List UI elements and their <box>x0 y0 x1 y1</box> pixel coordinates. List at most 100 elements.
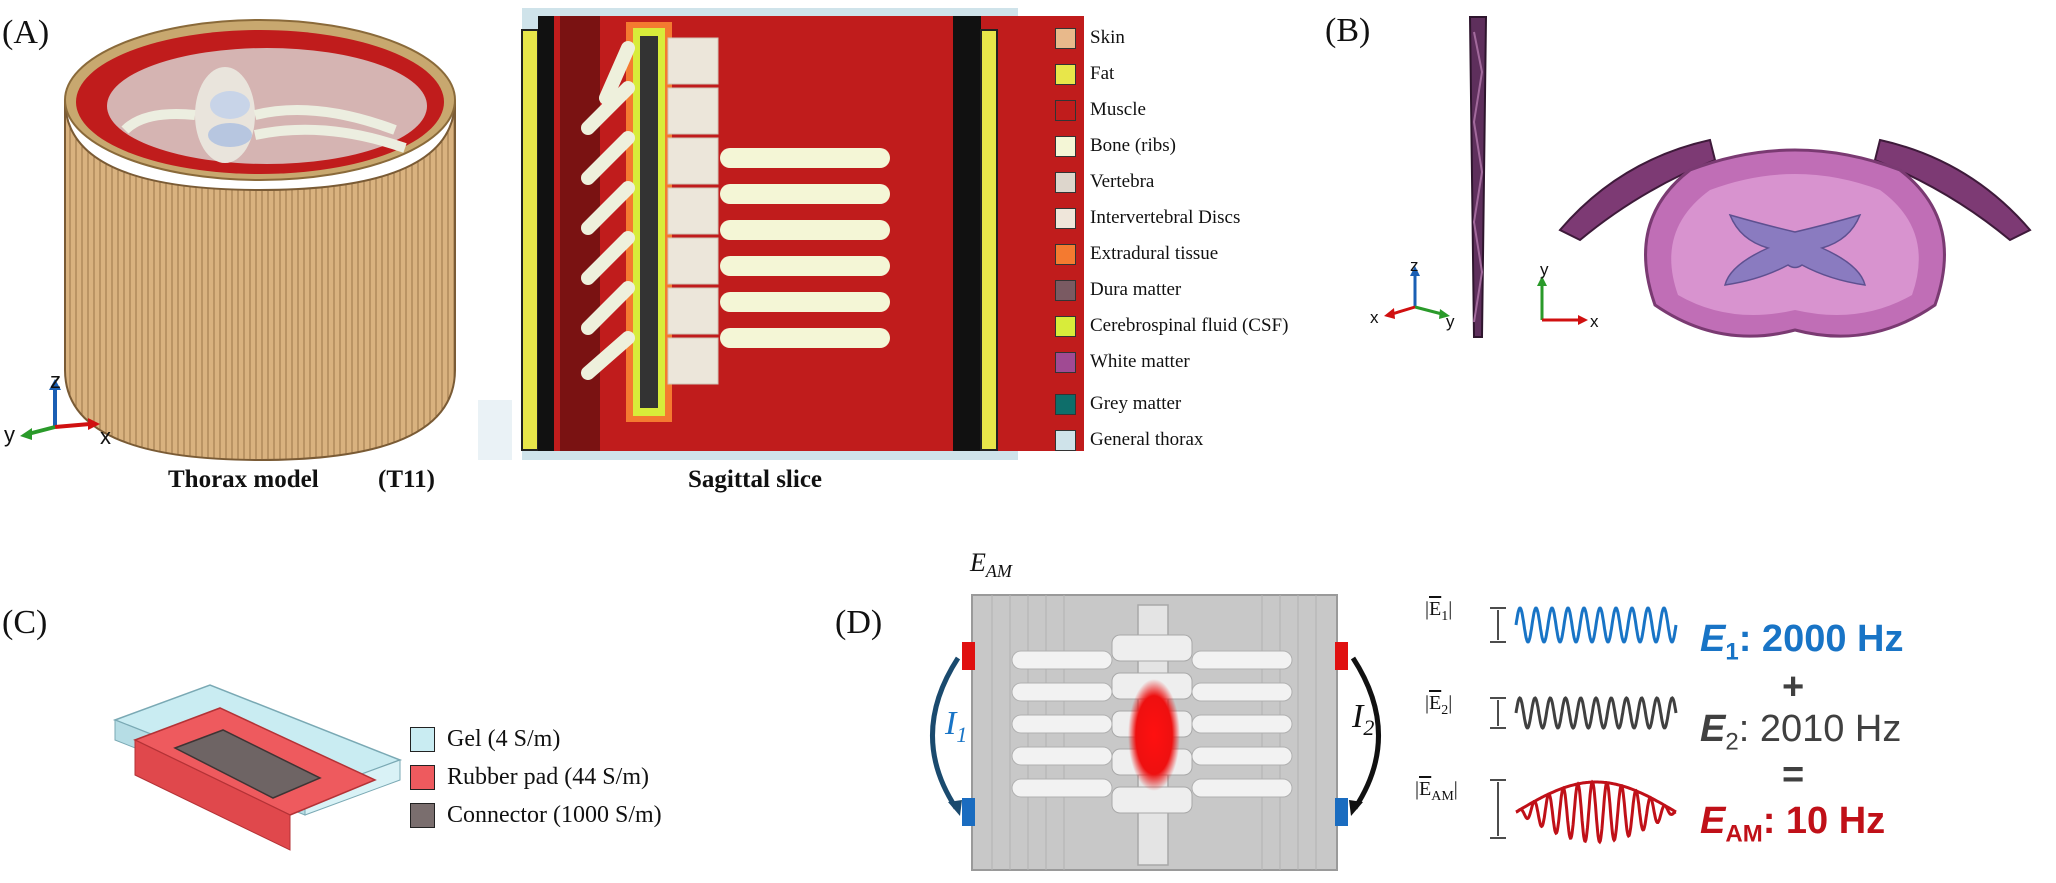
field-eam-sub: AM <box>1431 789 1454 804</box>
legend-swatch <box>1055 351 1076 373</box>
axis-z-label: z <box>50 368 61 393</box>
wave-e2 <box>1514 696 1678 730</box>
field-e1-label: |E1| <box>1425 598 1453 624</box>
legend-item-white-matter: White matter <box>1055 347 1190 377</box>
electrode-pad-bottom-left <box>962 798 975 826</box>
legend-label: White matter <box>1090 351 1190 372</box>
legend-item-extradural: Extradural tissue <box>1055 239 1218 269</box>
i1-base: I <box>945 705 957 742</box>
current-i2-label: I2 <box>1352 698 1374 741</box>
thorax-model-caption: Thorax model <box>168 466 319 493</box>
legend-label: Vertebra <box>1090 171 1155 192</box>
tis-model-render <box>971 594 1338 871</box>
legend-item-dura: Dura matter <box>1055 275 1181 305</box>
current-arrow-right <box>1349 656 1381 816</box>
axis-y-label: y <box>1540 260 1549 279</box>
field-e2-base: E <box>1429 692 1442 714</box>
waveforms <box>1490 606 1678 845</box>
eq-e1: E1: 2000 Hz <box>1700 618 1903 667</box>
eq-eam-sub: AM <box>1725 820 1763 848</box>
current-i1-label: I1 <box>945 705 967 748</box>
field-e1-sub: 1 <box>1441 609 1449 624</box>
field-e1-base: E <box>1429 598 1442 620</box>
axis-y-label: y <box>1446 312 1455 331</box>
spinal-cord-cross-section-render <box>1558 138 2032 338</box>
legend-swatch <box>1055 315 1076 337</box>
legend-swatch <box>1055 99 1076 121</box>
eq-equals: = <box>1782 754 1805 796</box>
legend-item-rubber-pad: Rubber pad (44 S/m) <box>410 760 649 794</box>
axis-x-label: x <box>1590 312 1599 331</box>
eq-eam-val: : 10 Hz <box>1762 800 1886 842</box>
legend-label: Connector (1000 S/m) <box>447 801 662 828</box>
legend-swatch <box>1055 279 1076 301</box>
axes-icon-b-left <box>1384 266 1450 319</box>
legend-item-grey-matter: Grey matter <box>1055 389 1181 419</box>
eq-e2-sub: 2 <box>1725 728 1739 756</box>
legend-label: Grey matter <box>1090 393 1182 414</box>
legend-item-gel: Gel (4 S/m) <box>410 722 560 756</box>
i2-sub: 2 <box>1363 714 1375 740</box>
field-eam-label: |EAM| <box>1415 778 1458 804</box>
panel-d-letter: (D) <box>835 604 883 641</box>
eq-e1-var: E <box>1700 618 1726 660</box>
legend-item-bone: Bone (ribs) <box>1055 131 1176 161</box>
legend-item-muscle: Muscle <box>1055 95 1146 125</box>
axis-x-label: x <box>100 424 111 449</box>
eq-e2-val: : 2010 Hz <box>1738 708 1902 750</box>
legend-item-vertebra: Vertebra <box>1055 167 1154 197</box>
electrode-pad-bottom-right <box>1335 798 1348 826</box>
axes-icon-b-right <box>1537 276 1588 325</box>
legend-item-skin: Skin <box>1055 23 1125 53</box>
sagittal-slice-render <box>478 8 1084 460</box>
eq-e1-val: : 2000 Hz <box>1738 618 1904 660</box>
legend-item-discs: Intervertebral Discs <box>1055 203 1240 233</box>
axis-x-label: x <box>1370 308 1379 327</box>
legend-label: Cerebrospinal fluid (CSF) <box>1090 315 1289 336</box>
thorax-level-caption: (T11) <box>378 466 435 493</box>
eam-label: EAM <box>970 548 1012 582</box>
field-eam-base: E <box>1419 778 1432 800</box>
legend-swatch <box>410 802 435 828</box>
electrode-pad-top-left <box>962 642 975 670</box>
legend-item-csf: Cerebrospinal fluid (CSF) <box>1055 311 1288 341</box>
legend-label: Gel (4 S/m) <box>447 725 561 752</box>
eq-plus: + <box>1782 666 1805 708</box>
legend-label: General thorax <box>1090 429 1204 450</box>
electrode-render <box>112 684 403 851</box>
eq-e1-sub: 1 <box>1725 638 1739 666</box>
eq-e2: E2: 2010 Hz <box>1700 708 1901 757</box>
sagittal-slice-caption: Sagittal slice <box>688 466 823 493</box>
eq-eam-var: E <box>1700 800 1726 842</box>
legend-label: Intervertebral Discs <box>1090 207 1241 228</box>
spinal-cord-side-render <box>1468 16 1488 338</box>
legend-swatch <box>1055 243 1076 265</box>
panel-a-letter: (A) <box>2 14 50 51</box>
legend-label: Extradural tissue <box>1090 243 1219 264</box>
legend-swatch <box>410 764 435 790</box>
eq-e2-var: E <box>1700 708 1726 750</box>
legend-label: Dura matter <box>1090 279 1182 300</box>
legend-label: Fat <box>1090 63 1115 84</box>
current-arrow-left <box>930 656 962 816</box>
legend-swatch <box>1055 393 1076 415</box>
thorax-model-render <box>64 19 456 462</box>
wave-e1 <box>1514 606 1678 644</box>
thorax-axes-icon <box>20 379 100 440</box>
electrode-pad-top-right <box>1335 642 1348 670</box>
field-e2-sub: 2 <box>1441 703 1449 718</box>
legend-swatch <box>1055 27 1076 49</box>
legend-swatch <box>1055 207 1076 229</box>
eam-label-base: E <box>970 548 986 577</box>
legend-label: Bone (ribs) <box>1090 135 1177 156</box>
panel-c-letter: (C) <box>2 604 48 641</box>
legend-label: Rubber pad (44 S/m) <box>447 763 649 790</box>
eam-label-sub: AM <box>985 561 1012 582</box>
i2-base: I <box>1352 698 1364 735</box>
legend-swatch <box>410 726 435 752</box>
panel-b-letter: (B) <box>1325 12 1371 49</box>
i1-sub: 1 <box>956 721 968 747</box>
legend-item-general-thorax: General thorax <box>1055 425 1203 455</box>
legend-swatch <box>1055 171 1076 193</box>
legend-swatch <box>1055 135 1076 157</box>
